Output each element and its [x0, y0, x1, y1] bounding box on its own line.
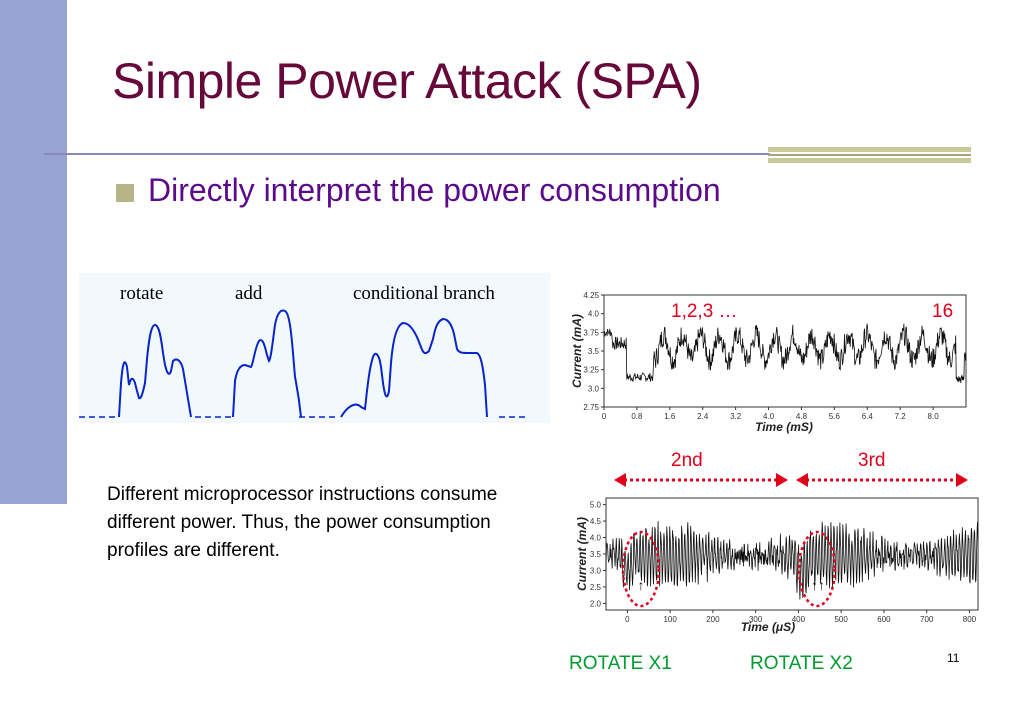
page-number: 11	[947, 651, 960, 665]
x-tick-label: 300	[749, 615, 763, 624]
add-profile	[232, 309, 302, 418]
waveform-label-rotate: rotate	[120, 283, 164, 304]
y-tick-label: 3.0	[588, 384, 600, 393]
arrow-right-icon	[956, 473, 968, 487]
x-tick-label: 6.4	[862, 412, 874, 421]
round-annotation-end: 16	[932, 301, 954, 322]
trace-line	[603, 323, 967, 384]
rotate-x2-highlight	[797, 530, 837, 608]
decorative-bar-bottom	[768, 158, 971, 163]
rotate-profile	[118, 323, 192, 418]
y-tick-label: 4.0	[588, 310, 600, 319]
x-tick-label: 4.0	[763, 412, 775, 421]
x-tick-label: 3.2	[730, 412, 742, 421]
arrow-left-icon	[796, 473, 808, 487]
round-label-2nd: 2nd	[671, 450, 703, 471]
caption-rotate-x2: ROTATE X2	[750, 653, 853, 674]
x-tick-label: 2.4	[697, 412, 709, 421]
waveform-label-add: add	[235, 283, 263, 304]
y-tick-label: 2.0	[590, 599, 602, 608]
title-divider	[44, 153, 770, 155]
y-tick-label: 3.5	[590, 550, 602, 559]
x-ticks: 0 100 200 300 400 500 600 700 800	[625, 610, 977, 624]
x-axis-label: Time (μS)	[741, 620, 795, 634]
round-annotation-start: 1,2,3 …	[671, 301, 738, 322]
round-label-3rd: 3rd	[858, 450, 886, 471]
x-tick-label: 100	[663, 615, 677, 624]
marker-rotate-x2: ↑↑	[811, 577, 825, 593]
x-tick-label: 4.8	[796, 412, 808, 421]
bullet-text: Directly interpret the power consumption	[148, 172, 721, 208]
x-tick-label: 5.6	[829, 412, 841, 421]
y-tick-label: 3.0	[590, 566, 602, 575]
y-ticks: 5.0 4.5 4.0 3.5 3.0 2.5 2.0	[590, 501, 606, 608]
description-text: Different microprocessor instructions co…	[107, 484, 498, 561]
y-tick-label: 3.5	[588, 347, 600, 356]
y-tick-label: 4.0	[590, 534, 602, 543]
y-tick-label: 5.0	[590, 501, 602, 510]
y-tick-label: 4.5	[590, 517, 602, 526]
decorative-bar-top	[768, 147, 971, 152]
x-tick-label: 0.8	[631, 412, 643, 421]
y-axis-label: Current (mA)	[575, 517, 589, 591]
x-tick-label: 800	[963, 615, 977, 624]
x-axis-label: Time (mS)	[755, 420, 813, 434]
sidebar-accent	[0, 0, 67, 504]
caption-rotate-x1: ROTATE X1	[569, 653, 672, 674]
round-arrow-2nd	[614, 473, 788, 487]
decorative-bar-middle	[768, 154, 971, 156]
x-tick-label: 0	[602, 412, 607, 421]
arrow-right-icon	[776, 473, 788, 487]
x-tick-label: 500	[834, 615, 848, 624]
x-tick-label: 0	[625, 615, 630, 624]
x-tick-label: 200	[706, 615, 720, 624]
round-arrow-3rd	[796, 473, 968, 487]
round-arrows	[614, 473, 968, 487]
x-tick-label: 1.6	[664, 412, 676, 421]
power-trace-chart-us: Current (mA) Time (μS) 5.0 4.5 4.0 3.5 3.0 2.…	[575, 497, 979, 634]
rotate-x1-highlight	[621, 530, 661, 608]
bullet-square-icon	[116, 184, 134, 202]
instruction-waveform-panel	[79, 273, 550, 423]
conditional-branch-profile	[340, 317, 488, 418]
y-tick-label: 3.25	[583, 366, 599, 375]
y-ticks: 4.25 4.0 3.75 3.5 3.25 3.0 2.75	[583, 291, 604, 412]
x-tick-label: 700	[920, 615, 934, 624]
arrow-left-icon	[614, 473, 626, 487]
plot-frame	[603, 294, 967, 408]
waveform-label-conditional-branch: conditional branch	[353, 283, 495, 304]
instruction-waveform	[79, 309, 529, 418]
x-tick-label: 600	[877, 615, 891, 624]
x-tick-label: 400	[792, 615, 806, 624]
y-tick-label: 3.75	[583, 328, 599, 337]
power-trace-chart-ms: Current (mA) Time (mS) 4.25 4.0 3.75 3.5 3.2…	[570, 291, 967, 434]
trace-line	[605, 521, 979, 600]
x-tick-label: 7.2	[895, 412, 907, 421]
y-tick-label: 2.75	[583, 403, 599, 412]
x-tick-label: 8.0	[928, 412, 940, 421]
slide-title: Simple Power Attack (SPA)	[112, 53, 702, 109]
x-ticks: 0 0.8 1.6 2.4 3.2 4.0 4.8 5.6 6.4 7.2 8.0	[602, 407, 939, 421]
marker-rotate-x1: ↑	[638, 577, 645, 593]
y-axis-label: Current (mA)	[570, 314, 584, 388]
y-tick-label: 4.25	[583, 291, 599, 300]
y-tick-label: 2.5	[590, 583, 602, 592]
